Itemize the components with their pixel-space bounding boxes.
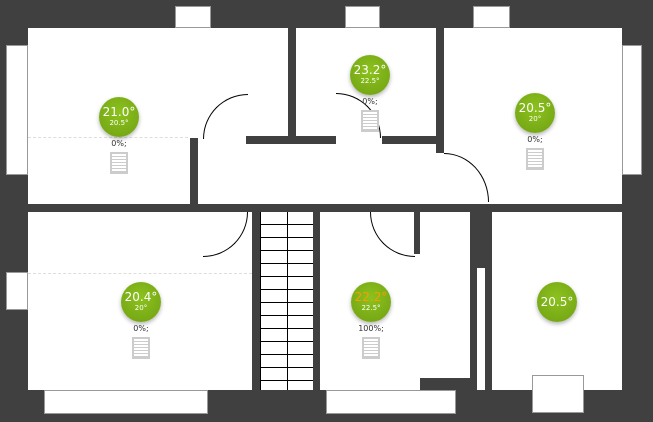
temperature-bubble[interactable]: 21.0°20.5° <box>99 97 139 137</box>
wall <box>420 378 475 390</box>
wall <box>414 212 420 254</box>
room-top-right[interactable]: 20.5°20° 0%; <box>505 93 565 170</box>
door <box>370 212 415 257</box>
window <box>345 6 380 28</box>
wall <box>190 138 198 208</box>
window <box>532 375 584 413</box>
window <box>44 390 208 414</box>
door <box>203 212 248 257</box>
zone-line <box>28 273 252 274</box>
valve-percent: 0%; <box>133 324 149 333</box>
wall <box>252 205 260 390</box>
radiator-icon <box>110 152 128 174</box>
valve-percent: 0%; <box>111 139 127 148</box>
window <box>622 45 642 175</box>
window <box>6 272 28 310</box>
valve-percent: 0%; <box>527 135 543 144</box>
radiator-icon <box>362 337 380 359</box>
temperature-bubble[interactable]: 20.5°20° <box>515 93 555 133</box>
window <box>473 6 510 28</box>
zone-line <box>28 137 188 138</box>
door <box>444 153 489 202</box>
temperature-bubble[interactable]: 20.4°20° <box>121 282 161 322</box>
room-bottom-middle[interactable]: 22.2°22.5° 100%; <box>341 282 401 359</box>
radiator-icon <box>526 148 544 170</box>
temperature-bubble[interactable]: 22.2°22.5° <box>351 282 391 322</box>
setpoint-temp: 22.5° <box>361 304 381 312</box>
wall-gap <box>477 268 485 390</box>
wall <box>246 136 336 144</box>
current-temp: 20.4° <box>124 290 158 304</box>
wall <box>312 205 320 390</box>
current-temp: 20.5° <box>518 101 552 115</box>
radiator-icon <box>132 337 150 359</box>
window <box>175 6 211 28</box>
radiator-icon <box>361 110 379 132</box>
temperature-bubble[interactable]: 20.5° <box>537 282 577 322</box>
wall <box>0 204 653 212</box>
current-temp: 20.5° <box>540 294 574 309</box>
door <box>203 94 248 139</box>
current-temp: 22.2° <box>354 290 388 304</box>
temperature-bubble[interactable]: 23.2°22.5° <box>350 55 390 95</box>
valve-percent: 100%; <box>358 324 384 333</box>
setpoint-temp: 22.5° <box>360 77 380 85</box>
window <box>326 390 456 414</box>
stairs <box>260 212 313 390</box>
wall <box>436 28 444 153</box>
window <box>6 45 28 175</box>
current-temp: 21.0° <box>102 105 136 119</box>
setpoint-temp: 20.5° <box>109 119 129 127</box>
wall <box>0 0 653 28</box>
setpoint-temp: 20° <box>134 304 148 312</box>
room-bottom-right[interactable]: 20.5° <box>527 282 587 322</box>
room-bottom-left[interactable]: 20.4°20° 0%; <box>111 282 171 359</box>
room-top-middle[interactable]: 23.2°22.5° 0%; <box>340 55 400 132</box>
valve-percent: 0%; <box>362 97 378 106</box>
wall <box>288 28 296 140</box>
setpoint-temp: 20° <box>528 115 542 123</box>
current-temp: 23.2° <box>353 63 387 77</box>
wall <box>382 136 440 144</box>
room-top-left[interactable]: 21.0°20.5° 0%; <box>89 97 149 174</box>
